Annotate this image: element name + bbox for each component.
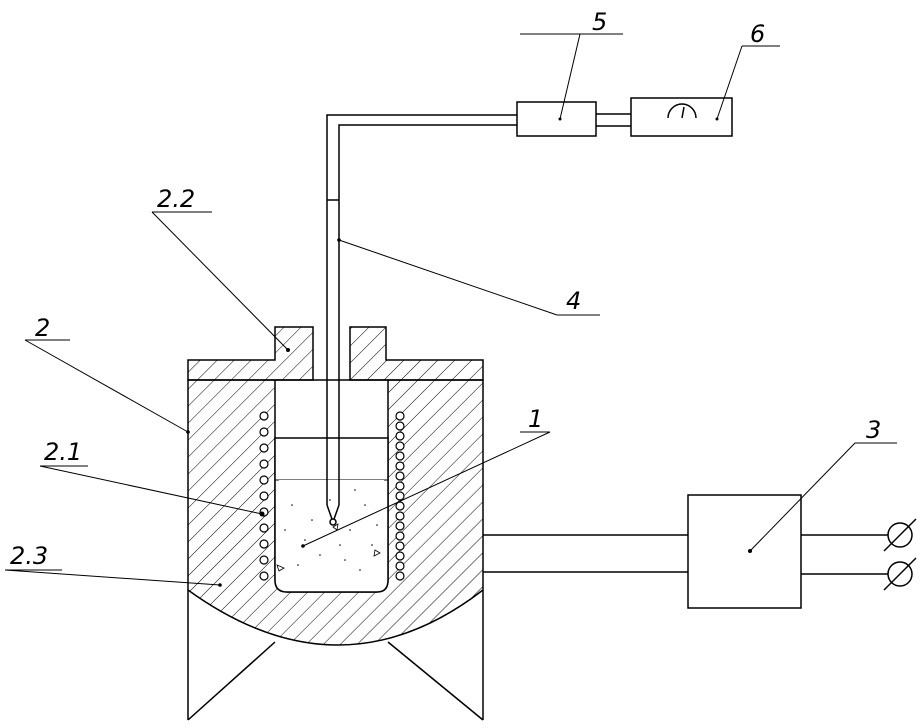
leader-lines bbox=[4, 33, 897, 586]
melt-speckle bbox=[284, 489, 378, 571]
converter-box bbox=[516, 101, 597, 137]
label-thermocouple: 4 bbox=[566, 287, 581, 315]
leader-dots bbox=[186, 238, 341, 587]
furnace-legs bbox=[187, 590, 484, 721]
meter-box bbox=[630, 97, 733, 137]
label-lining: 2.3 bbox=[10, 542, 48, 570]
label-inductor: 2.1 bbox=[44, 438, 82, 466]
terminal-symbols bbox=[883, 518, 917, 591]
converter-meter-link bbox=[596, 113, 631, 127]
label-crucible: 1 bbox=[528, 405, 543, 433]
label-meter: 6 bbox=[750, 20, 765, 48]
crucible bbox=[274, 437, 389, 593]
label-furnace: 2 bbox=[35, 314, 50, 342]
label-power-supply: 3 bbox=[866, 416, 881, 444]
label-cover: 2.2 bbox=[157, 185, 195, 213]
power-leads bbox=[483, 534, 888, 575]
power-supply-box bbox=[687, 494, 802, 609]
label-converter: 5 bbox=[592, 8, 607, 36]
thermocouple bbox=[326, 114, 517, 526]
inductor-coils bbox=[259, 411, 405, 581]
furnace-cover bbox=[187, 326, 484, 381]
